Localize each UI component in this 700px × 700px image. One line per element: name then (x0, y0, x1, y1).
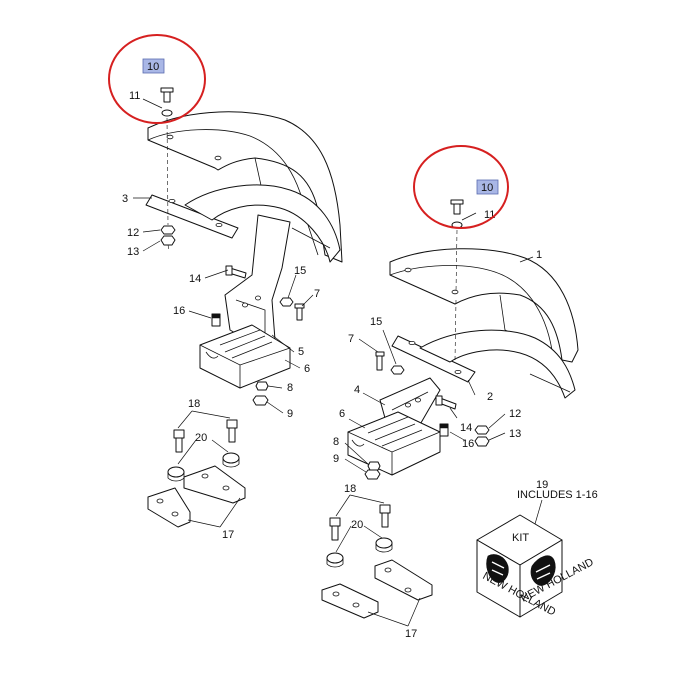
callout-14-left: 14 (189, 273, 201, 285)
callout-1: 1 (536, 249, 542, 261)
highlight-circle-right (413, 145, 509, 229)
right-pad-kit (321, 504, 433, 619)
callout-17-right: 17 (405, 628, 417, 640)
callout-15-left: 15 (294, 265, 306, 277)
callout-15-right: 15 (370, 316, 382, 328)
left-pad-kit (147, 419, 246, 528)
kit-includes-note: INCLUDES 1-16 (517, 489, 598, 501)
callout-11-left: 11 (129, 90, 140, 102)
callout-8-left: 8 (287, 382, 293, 394)
right-bolts-18[interactable] (329, 504, 391, 541)
callout-7-left: 7 (314, 288, 320, 300)
new-holland-logo-right (530, 555, 556, 586)
callout-12-left: 12 (127, 227, 139, 239)
callout-9-left: 9 (287, 408, 293, 420)
callout-19: 19 (536, 479, 548, 491)
callout-8-right: 8 (333, 436, 339, 448)
callout-18-right: 18 (344, 483, 356, 495)
right-pads-17[interactable] (321, 559, 433, 619)
right-mount-block[interactable] (347, 411, 441, 476)
callout-6-left: 6 (304, 363, 310, 375)
callout-20-right: 20 (351, 519, 363, 531)
highlight-circle-left (108, 34, 206, 124)
callout-9-right: 9 (333, 453, 339, 465)
callout-2: 2 (487, 391, 493, 403)
left-fender-assembly (145, 87, 343, 406)
callout-3: 3 (122, 193, 128, 205)
callout-10-right-box[interactable] (476, 179, 499, 195)
callout-20-left: 20 (195, 432, 207, 444)
left-fasteners (160, 87, 305, 406)
right-spacers-20[interactable] (326, 537, 393, 568)
right-fender-assembly (347, 199, 579, 480)
callout-10-right: 10 (481, 182, 493, 194)
callout-17-left: 17 (222, 529, 234, 541)
callout-16-right: 16 (462, 438, 474, 450)
left-bracket-strip[interactable] (145, 184, 341, 263)
callout-18-left: 18 (188, 398, 200, 410)
left-pads-17[interactable] (147, 465, 246, 528)
callout-10-left: 10 (147, 61, 159, 73)
callout-11-right: 11 (484, 209, 495, 221)
right-bracket-strip[interactable] (391, 329, 576, 399)
callout-12-right: 12 (509, 408, 521, 420)
new-holland-logo-left (486, 554, 509, 583)
callout-labels: 10 10 11 11 3 12 13 14 15 7 16 5 6 8 9 1… (122, 58, 598, 640)
leader-lines (133, 98, 543, 627)
callout-10-left-box[interactable] (142, 58, 165, 74)
callout-13-right: 13 (509, 428, 521, 440)
callout-4: 4 (354, 384, 360, 396)
kit-box: NEW HOLLAND NEW HOLLAND KIT (476, 514, 596, 619)
left-bolts-18[interactable] (173, 419, 238, 453)
callout-14-right: 14 (460, 422, 472, 434)
right-fasteners (364, 199, 490, 480)
callout-13-left: 13 (127, 246, 139, 258)
callout-6-right: 6 (339, 408, 345, 420)
left-mount-block[interactable] (199, 324, 291, 389)
kit-label: KIT (512, 532, 529, 544)
callout-16-left: 16 (173, 305, 185, 317)
callout-5: 5 (298, 346, 304, 358)
callout-7-right: 7 (348, 333, 354, 345)
